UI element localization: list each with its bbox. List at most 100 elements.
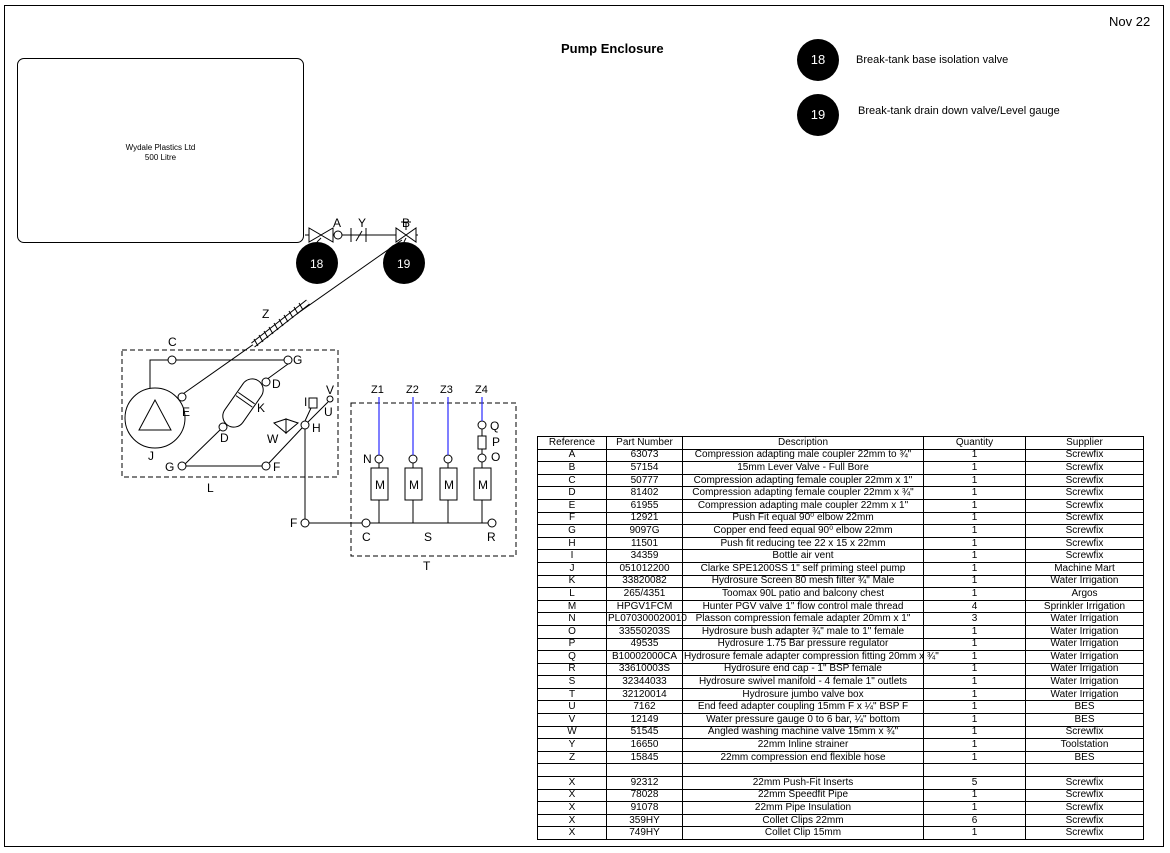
- cell-description: Compression adapting male coupler 22mm x…: [682, 498, 924, 513]
- cell-supplier: Toolstation: [1025, 738, 1144, 752]
- label-j: J: [148, 449, 154, 463]
- cell-supplier: [1025, 763, 1144, 778]
- label-m2: M: [409, 478, 419, 492]
- filter-k-icon: [222, 378, 264, 428]
- cell-description: Compression adapting female coupler 22mm…: [682, 473, 924, 488]
- cell-part-number: 50777: [606, 473, 683, 488]
- cell-quantity: [923, 763, 1026, 778]
- cell-supplier: Water Irrigation: [1025, 675, 1144, 689]
- header-part-number: Part Number: [606, 436, 683, 450]
- label-v: V: [326, 383, 334, 397]
- adapter-o-icon: [477, 453, 487, 463]
- label-k: K: [257, 401, 265, 415]
- cell-reference: P: [537, 637, 607, 652]
- cell-reference: F: [537, 511, 607, 526]
- cell-part-number: HPGV1FCM: [606, 599, 683, 614]
- cell-quantity: 1: [923, 662, 1026, 677]
- cell-description: Push Fit equal 90⁰ elbow 22mm: [682, 511, 924, 526]
- label-m1: M: [375, 478, 385, 492]
- cell-quantity: 1: [923, 675, 1026, 689]
- coupler-a-icon: [333, 230, 343, 240]
- air-vent-i-icon: [308, 397, 318, 409]
- legend-text-19: Break-tank drain down valve/Level gauge: [858, 105, 1060, 117]
- cell-quantity: 5: [923, 776, 1026, 790]
- coupler-c-icon: [167, 355, 177, 365]
- cell-reference: X: [537, 776, 607, 790]
- cell-supplier: Argos: [1025, 587, 1144, 601]
- badge-18: [296, 242, 338, 284]
- cell-part-number: 92312: [606, 776, 683, 790]
- cell-reference: X: [537, 801, 607, 815]
- cell-supplier: Water Irrigation: [1025, 612, 1144, 626]
- cell-reference: X: [537, 826, 607, 840]
- cell-reference: X: [537, 813, 607, 828]
- cell-description: Copper end feed equal 90⁰ elbow 22mm: [682, 524, 924, 538]
- cell-reference: N: [537, 612, 607, 626]
- cell-supplier: Screwfix: [1025, 511, 1144, 526]
- label-c-top: C: [168, 335, 177, 349]
- enclosure-l: [121, 349, 339, 478]
- cell-description: Hydrosure bush adapter ¾" male to 1" fem…: [682, 624, 924, 639]
- elbow-g-bottom-icon: [177, 461, 187, 471]
- cell-supplier: Water Irrigation: [1025, 574, 1144, 589]
- cell-quantity: 1: [923, 587, 1026, 601]
- cell-supplier: Screwfix: [1025, 801, 1144, 815]
- label-c-manifold: C: [362, 530, 371, 544]
- cell-supplier: Screwfix: [1025, 486, 1144, 500]
- cell-supplier: BES: [1025, 700, 1144, 715]
- cell-part-number: 34359: [606, 549, 683, 563]
- valve-w-icon: [272, 418, 287, 435]
- tee-h-icon: [300, 420, 310, 430]
- label-p: P: [492, 435, 500, 449]
- label-g-top: G: [293, 353, 302, 367]
- cell-supplier: Water Irrigation: [1025, 650, 1144, 664]
- cell-supplier: Screwfix: [1025, 536, 1144, 551]
- cell-quantity: 1: [923, 536, 1026, 551]
- coupler-d-top-icon: [261, 377, 271, 387]
- cell-part-number: 57154: [606, 461, 683, 475]
- cell-part-number: 61955: [606, 498, 683, 513]
- cell-part-number: 359HY: [606, 813, 683, 828]
- label-h: H: [312, 421, 321, 435]
- cell-supplier: Screwfix: [1025, 524, 1144, 538]
- adapter-q-icon: [477, 420, 487, 430]
- cell-quantity: 1: [923, 713, 1026, 727]
- cell-part-number: 33820082: [606, 574, 683, 589]
- cell-description: 22mm compression end flexible hose: [682, 750, 924, 765]
- cell-reference: K: [537, 574, 607, 589]
- label-g-bottom: G: [165, 460, 174, 474]
- label-z3: Z3: [440, 384, 453, 396]
- label-u: U: [324, 405, 333, 419]
- label-f-outside: F: [290, 516, 297, 530]
- cell-quantity: 1: [923, 461, 1026, 475]
- cell-part-number: 7162: [606, 700, 683, 715]
- label-r: R: [487, 530, 496, 544]
- cell-description: Compression adapting female coupler 22mm…: [682, 486, 924, 500]
- cell-part-number: 16650: [606, 738, 683, 752]
- cell-supplier: Screwfix: [1025, 813, 1144, 828]
- cell-description: Hydrosure 1.75 Bar pressure regulator: [682, 637, 924, 652]
- cell-reference: Y: [537, 738, 607, 752]
- cell-description: 22mm Push-Fit Inserts: [682, 776, 924, 790]
- label-m3: M: [444, 478, 454, 492]
- cell-part-number: 12149: [606, 713, 683, 727]
- badge-19-label: 19: [397, 257, 411, 271]
- cell-supplier: Water Irrigation: [1025, 624, 1144, 639]
- cell-part-number: PL070300020010: [606, 612, 687, 626]
- cell-quantity: 1: [923, 826, 1026, 840]
- cell-reference: A: [537, 448, 607, 463]
- label-q: Q: [490, 419, 499, 433]
- label-z: Z: [262, 307, 269, 321]
- cell-reference: C: [537, 473, 607, 488]
- cell-quantity: 1: [923, 624, 1026, 639]
- cell-part-number: 33550203S: [606, 624, 683, 639]
- end-cap-r-icon: [487, 518, 497, 528]
